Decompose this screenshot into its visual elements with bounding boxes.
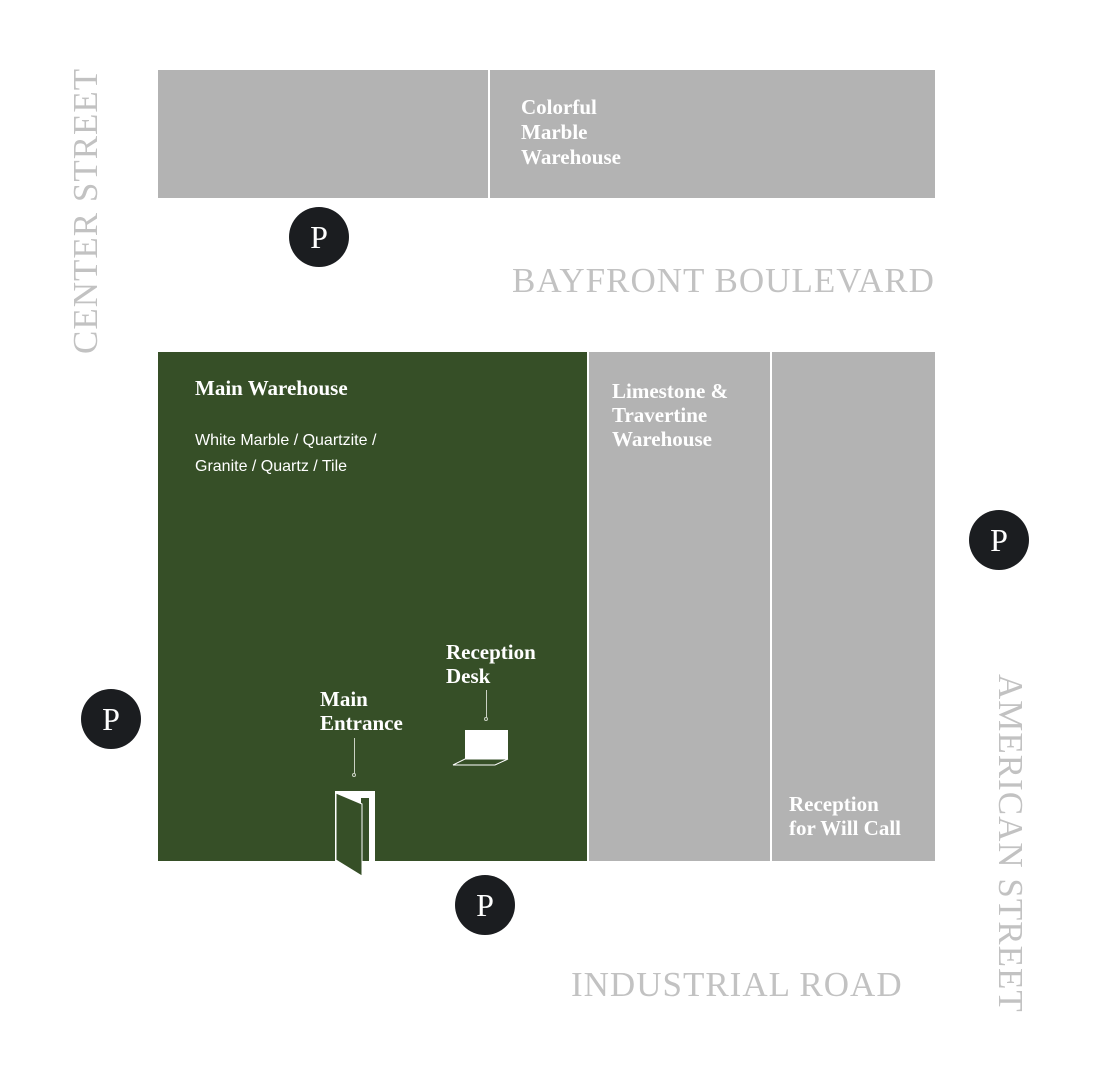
door-icon[interactable] — [333, 790, 377, 880]
main-warehouse[interactable] — [158, 352, 587, 861]
parking-icon[interactable]: P — [455, 875, 515, 935]
parking-icon[interactable]: P — [81, 689, 141, 749]
parking-icon[interactable]: P — [289, 207, 349, 267]
main-entrance-leader — [354, 738, 355, 774]
reception-desk-label: Reception Desk — [446, 640, 536, 688]
colorful-marble-warehouse[interactable] — [490, 70, 935, 198]
main-warehouse-materials: White Marble / Quartzite / Granite / Qua… — [195, 432, 377, 475]
will-call-reception-label: Reception for Will Call — [789, 792, 902, 840]
main-warehouse-label: Main Warehouse — [195, 376, 348, 400]
will-call-building[interactable] — [772, 352, 935, 861]
industrial-road-label: INDUSTRIAL ROAD — [571, 965, 903, 1004]
reception-desk-icon — [452, 730, 509, 766]
colorful-marble-warehouse-label: Colorful Marble Warehouse — [521, 95, 621, 169]
main-entrance-label: Main Entrance — [320, 687, 403, 735]
parking-icon[interactable]: P — [969, 510, 1029, 570]
reception-desk-leader — [486, 690, 487, 718]
main-entrance-leader-dot — [352, 773, 356, 777]
bayfront-boulevard-label: BAYFRONT BOULEVARD — [512, 261, 935, 300]
center-street-label: CENTER STREET — [66, 67, 105, 354]
american-street-label: AMERICAN STREET — [991, 674, 1030, 1013]
limestone-travertine-warehouse-label: Limestone & Travertine Warehouse — [612, 379, 729, 451]
top-building-left — [158, 70, 488, 198]
limestone-travertine-warehouse[interactable] — [589, 352, 770, 861]
reception-desk-leader-dot — [484, 717, 488, 721]
